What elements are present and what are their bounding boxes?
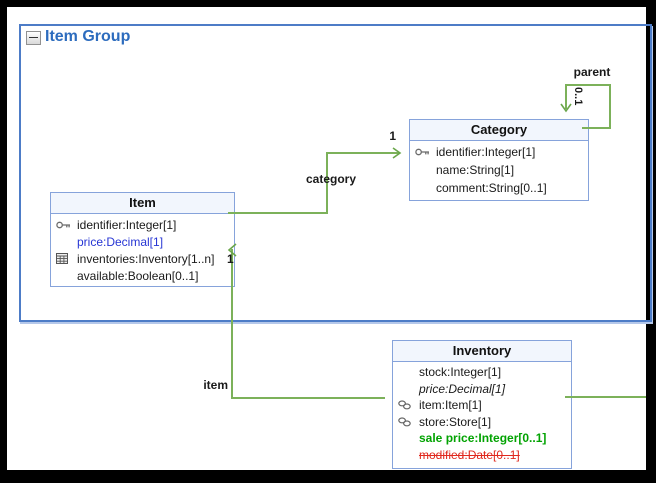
- attribute-label: identifier:Integer[1]: [436, 145, 536, 159]
- attribute-label: modified:Date[0..1]: [419, 447, 520, 462]
- attribute-label: available:Boolean[0..1]: [77, 268, 199, 283]
- attribute-label: price:Decimal[1]: [77, 234, 164, 249]
- attribute-row[interactable]: comment:String[0..1]: [415, 179, 585, 197]
- attribute-label: store:Store[1]: [419, 414, 492, 429]
- attribute-row[interactable]: price:Decimal[1]: [398, 381, 568, 398]
- parent-edge-multiplicity[interactable]: 0..1: [572, 87, 584, 106]
- parent-edge-label[interactable]: parent: [573, 65, 611, 79]
- table-icon: [56, 253, 77, 264]
- attribute-row[interactable]: stock:Integer[1]: [398, 364, 568, 381]
- attribute-label: price:Decimal[1]: [419, 381, 506, 396]
- attribute-row[interactable]: name:String[1]: [415, 161, 585, 179]
- attribute-label: stock:Integer[1]: [419, 365, 502, 380]
- attribute-row[interactable]: store:Store[1]: [398, 414, 568, 431]
- class-item-title[interactable]: Item: [51, 193, 234, 214]
- attribute-row[interactable]: identifier:Integer[1]: [56, 216, 231, 233]
- link-icon: [398, 400, 419, 410]
- class-inventory[interactable]: Inventory stock:Integer[1] price:Decimal…: [392, 340, 572, 469]
- attribute-label: item:Item[1]: [419, 398, 482, 413]
- attribute-row[interactable]: price:Decimal[1]: [56, 233, 231, 250]
- attribute-label: comment:String[0..1]: [436, 181, 547, 195]
- class-category-title[interactable]: Category: [410, 120, 588, 141]
- attribute-row[interactable]: modified:Date[0..1]: [398, 447, 568, 464]
- link-icon: [398, 417, 419, 427]
- attribute-row[interactable]: item:Item[1]: [398, 397, 568, 414]
- attribute-row[interactable]: available:Boolean[0..1]: [56, 267, 231, 284]
- class-category-attributes: identifier:Integer[1] name:String[1] com…: [410, 141, 588, 197]
- group-title[interactable]: Item Group: [45, 28, 131, 45]
- class-inventory-attributes: stock:Integer[1] price:Decimal[1] item:I…: [393, 362, 571, 463]
- class-item[interactable]: Item identifier:Integer[1] price:Decimal…: [50, 192, 235, 287]
- key-icon: [415, 147, 436, 157]
- attribute-row[interactable]: sale price:Integer[0..1]: [398, 430, 568, 447]
- class-category[interactable]: Category identifier:Integer[1] name:Stri…: [409, 119, 589, 201]
- item-edge-multiplicity[interactable]: 1: [227, 252, 234, 266]
- key-icon: [56, 220, 77, 230]
- class-item-attributes: identifier:Integer[1] price:Decimal[1] i…: [51, 214, 234, 284]
- category-edge-multiplicity[interactable]: 1: [389, 129, 396, 143]
- attribute-label: sale price:Integer[0..1]: [419, 431, 547, 446]
- attribute-row[interactable]: inventories:Inventory[1..n]: [56, 250, 231, 267]
- class-inventory-title[interactable]: Inventory: [393, 341, 571, 362]
- item-edge-label[interactable]: item: [203, 378, 228, 392]
- attribute-label: inventories:Inventory[1..n]: [77, 251, 215, 266]
- collapse-minus-icon[interactable]: [26, 31, 41, 45]
- attribute-label: identifier:Integer[1]: [77, 217, 177, 232]
- category-edge-label[interactable]: category: [306, 172, 357, 186]
- attribute-label: name:String[1]: [436, 163, 515, 177]
- attribute-row[interactable]: identifier:Integer[1]: [415, 143, 585, 161]
- diagram-canvas[interactable]: Item Group Item identifier:Integer[1] pr…: [7, 7, 652, 470]
